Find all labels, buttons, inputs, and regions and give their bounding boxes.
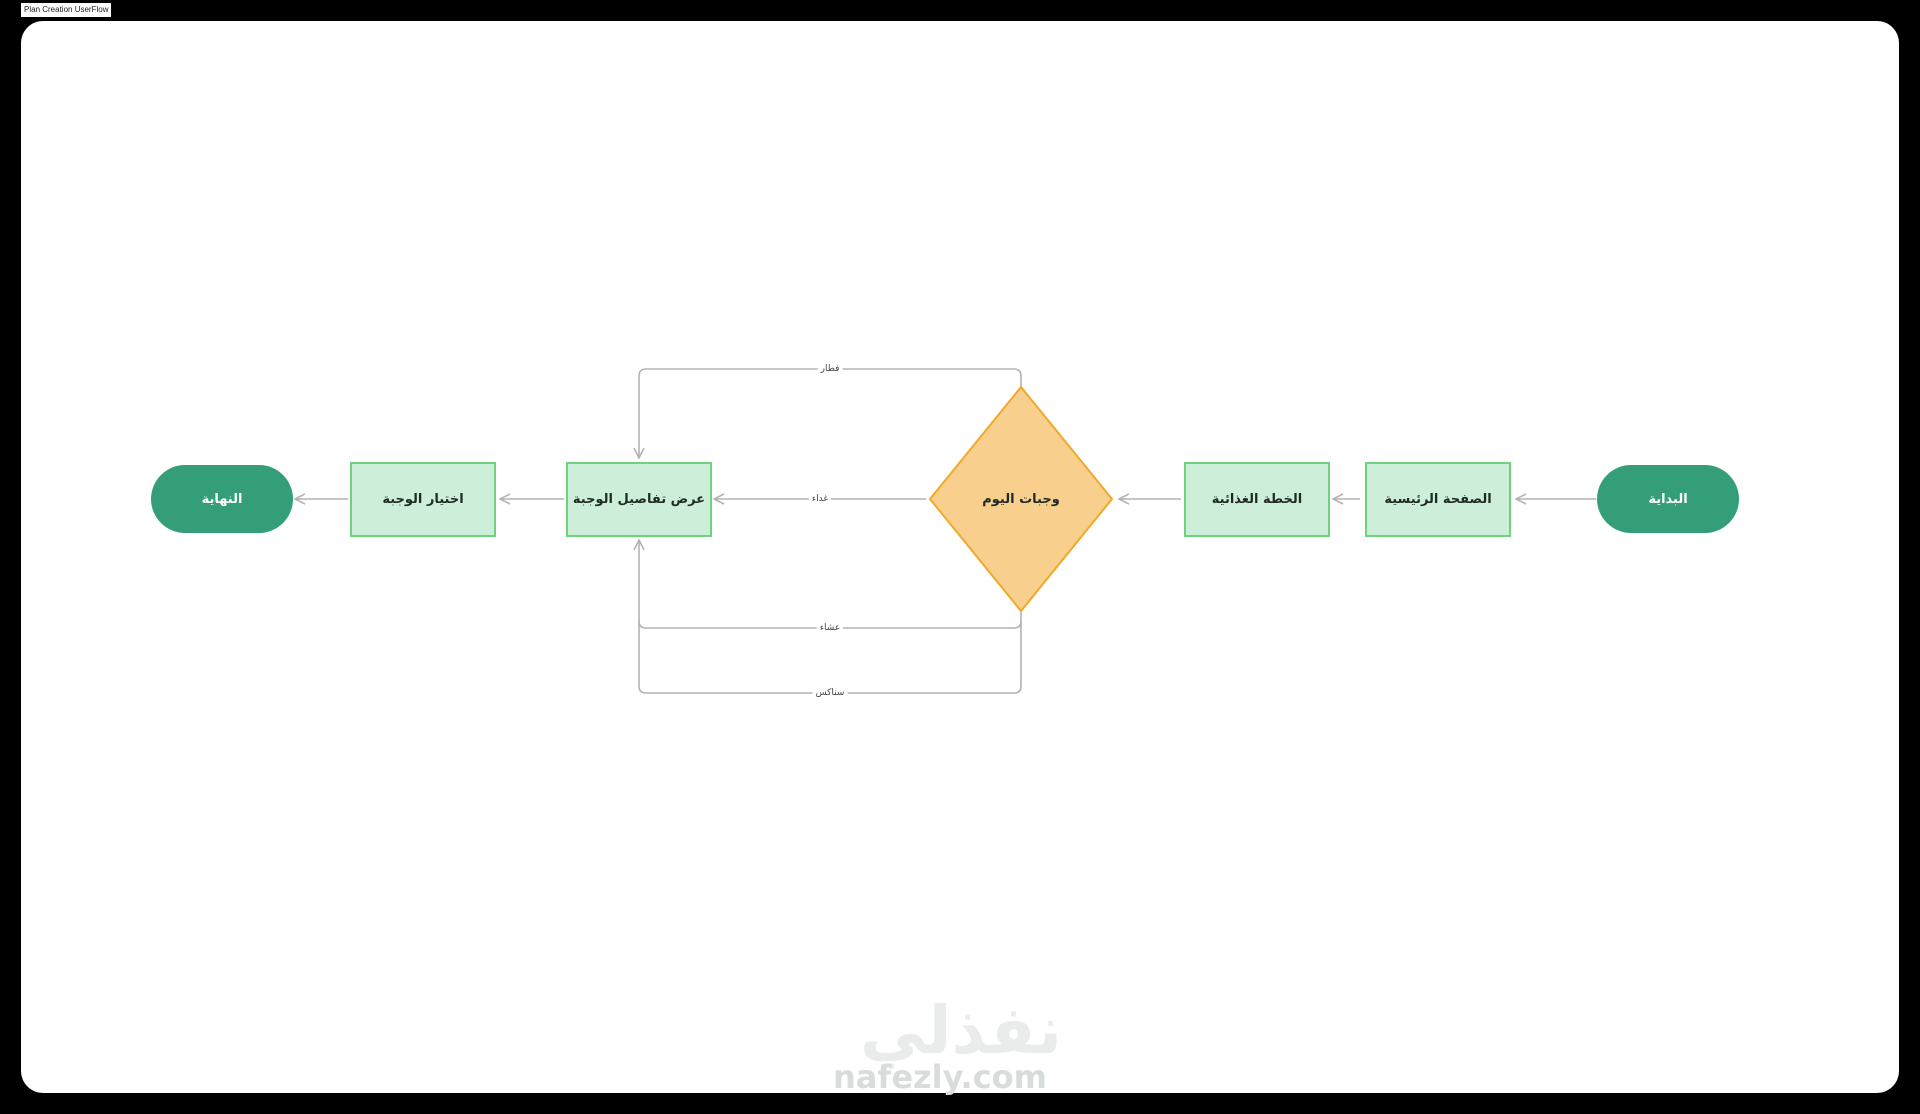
edge-breakfast	[639, 368, 1022, 458]
edge-label-snacks: سناكس	[812, 688, 848, 698]
daily-meals-node[interactable]: وجبات اليوم	[941, 481, 1101, 517]
end-label: النهاية	[201, 491, 243, 507]
meal-plan-label: الخطة الغذائية	[1211, 492, 1303, 507]
edge-label-lunch: غداء	[808, 494, 832, 504]
frame-title: Plan Creation UserFlow	[21, 3, 112, 17]
meal-details-node[interactable]: عرض تفاصيل الوجبة	[566, 462, 712, 537]
watermark-arabic: نفذلي	[860, 992, 1062, 1069]
meal-plan-node[interactable]: الخطة الغذائية	[1184, 462, 1330, 537]
end-node[interactable]: النهاية	[151, 465, 293, 533]
diagram-canvas: البداية الصفحة الرئيسية الخطة الغذائية و…	[21, 21, 1899, 1093]
choose-meal-node[interactable]: اختيار الوجبة	[350, 462, 496, 537]
home-node[interactable]: الصفحة الرئيسية	[1365, 462, 1511, 537]
edge-dinner	[639, 540, 1022, 629]
daily-meals-label: وجبات اليوم	[982, 491, 1060, 507]
edge-label-dinner: عشاء	[816, 623, 844, 633]
edge-label-breakfast: فطار	[817, 364, 843, 374]
watermark-latin: nafezly.com	[833, 1058, 1047, 1096]
start-node[interactable]: البداية	[1597, 465, 1739, 533]
choose-meal-label: اختيار الوجبة	[382, 492, 464, 507]
decision-diamond	[928, 385, 1114, 613]
home-label: الصفحة الرئيسية	[1384, 492, 1492, 507]
meal-details-label: عرض تفاصيل الوجبة	[572, 492, 706, 507]
edges-layer	[21, 368, 1596, 694]
start-label: البداية	[1648, 491, 1688, 507]
